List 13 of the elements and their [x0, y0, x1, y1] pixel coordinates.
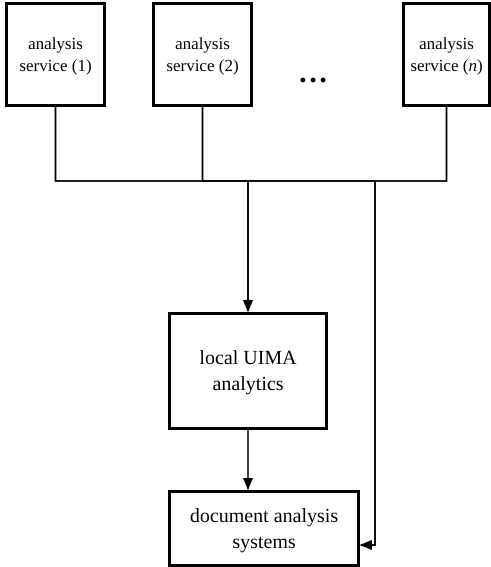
process-box — [402, 2, 491, 107]
box-label: local UIMA analytics — [198, 346, 298, 397]
process-box — [168, 490, 360, 567]
ellipsis-text: … — [298, 56, 328, 90]
box-label: analysis service (1) — [18, 32, 93, 76]
arrow — [360, 107, 448, 550]
box-label: document analysis systems — [188, 504, 340, 554]
process-box — [168, 312, 328, 430]
box-label: analysis service (2) — [165, 32, 240, 76]
arrow — [243, 430, 253, 490]
box-label: analysis service (n) — [409, 32, 484, 76]
process-box — [152, 2, 253, 107]
process-box — [5, 2, 106, 107]
